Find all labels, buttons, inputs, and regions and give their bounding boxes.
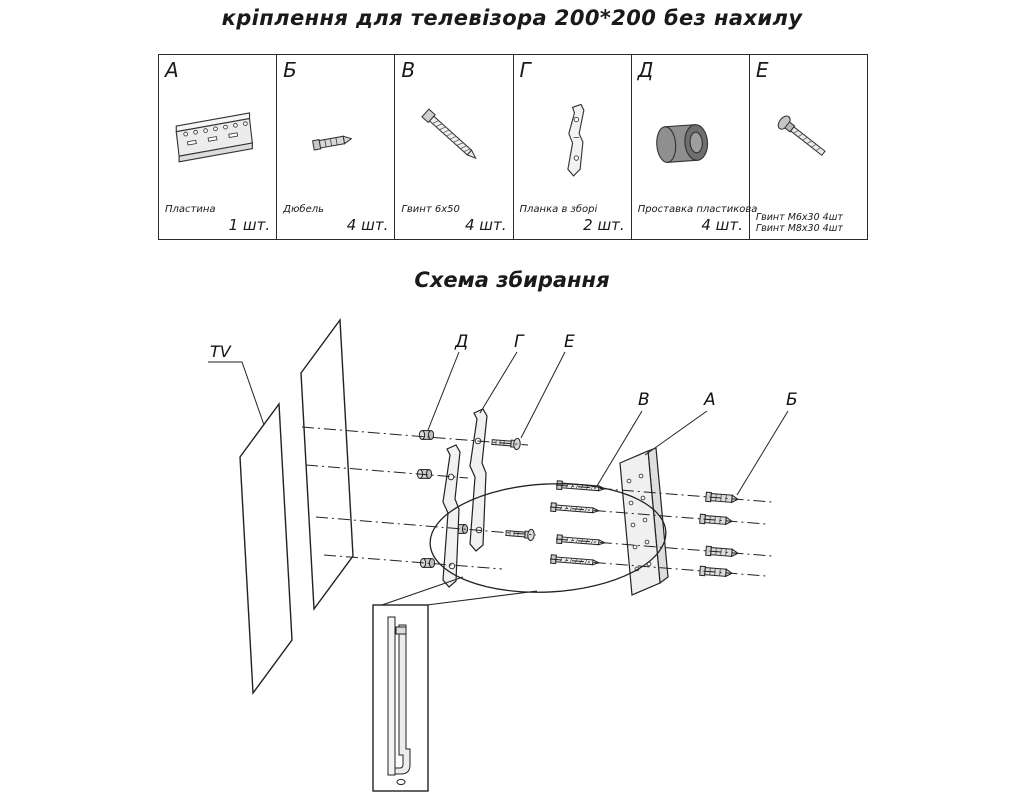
label-v: В <box>638 390 650 410</box>
label-tv: TV <box>210 342 232 361</box>
dowel-icon <box>283 82 388 204</box>
part-qty: 4 шт. <box>346 216 389 234</box>
label-d: Д <box>454 332 468 352</box>
pan-head-screw-icon <box>756 82 861 212</box>
parts-table: А Пластина 1 <box>158 54 868 240</box>
part-qty: 1 шт. <box>228 216 271 234</box>
label-a: А <box>703 390 716 410</box>
bracket-part <box>442 408 488 588</box>
dowel-part <box>699 491 739 579</box>
screw-v-part <box>550 480 606 568</box>
leader-tv <box>208 361 265 426</box>
part-name: Пластина <box>165 204 216 215</box>
part-name: Проставка пластикова <box>637 204 758 215</box>
part-qty: 4 шт. <box>464 216 507 234</box>
part-caption: Гвинт М6х30 4шт Гвинт М8х30 4шт <box>756 212 861 234</box>
part-cell-e: Е Гвинт М6х30 4шт <box>750 55 867 239</box>
label-e: Е <box>564 332 575 352</box>
detail-view <box>372 576 538 792</box>
part-letter: Е <box>755 58 769 82</box>
part-letter: Д <box>637 58 654 82</box>
part-caption: Дюбель 4 шт. <box>283 204 388 234</box>
part-caption: Проставка пластикова 4 шт. <box>637 204 758 234</box>
hex-screw-icon <box>401 82 506 204</box>
part-cell-v: В <box>395 55 514 239</box>
leader-g <box>479 351 518 414</box>
part-letter: В <box>401 58 416 82</box>
part-letter: Б <box>283 58 297 82</box>
part-caption: Планка в зборі 2 шт. <box>520 204 625 234</box>
screw-e-part <box>491 435 536 542</box>
labels: TV Д Г Е В А Б <box>208 332 798 496</box>
part-name: Дюбель <box>283 204 325 215</box>
part-name-line2: Гвинт М8х30 4шт <box>755 223 843 234</box>
label-g: Г <box>514 332 525 352</box>
leader-d <box>427 351 460 431</box>
part-cell-g: Г Планка в зборі 2 шт. <box>514 55 632 239</box>
spacer-icon <box>638 82 743 204</box>
part-letter: Г <box>519 58 531 82</box>
page-title: кріплення для телевізора 200*200 без нах… <box>221 6 803 30</box>
assembly-diagram: TV Д Г Е В А Б <box>208 318 798 792</box>
part-qty: 2 шт. <box>583 216 625 234</box>
label-b: Б <box>786 390 798 410</box>
leader-e <box>520 351 566 439</box>
plate-icon <box>165 82 270 204</box>
part-letter: А <box>165 58 179 82</box>
part-name: Гвинт 6х50 <box>401 204 460 215</box>
leader-b <box>736 410 789 496</box>
part-cell-d: Д Проставка пластикова 4 шт. <box>632 55 758 239</box>
center-lines <box>301 426 773 577</box>
part-caption: Гвинт 6х50 4 шт. <box>401 204 506 234</box>
part-name-line1: Гвинт М6х30 4шт <box>755 212 843 223</box>
leader-v <box>596 410 643 487</box>
part-name: Планка в зборі <box>519 204 598 215</box>
assembly-heading: Схема збирання <box>414 268 610 292</box>
wall-plate-part <box>619 447 669 596</box>
bracket-icon <box>520 82 625 204</box>
part-cell-b: Б Дюбель 4 шт. <box>277 55 396 239</box>
part-qty: 4 шт. <box>701 216 743 234</box>
leader-a <box>644 410 708 456</box>
tv-panel <box>239 318 354 695</box>
part-caption: Пластина 1 шт. <box>165 204 270 234</box>
detail-callout-ellipse <box>429 483 667 593</box>
part-cell-a: А Пластина 1 <box>159 55 278 239</box>
